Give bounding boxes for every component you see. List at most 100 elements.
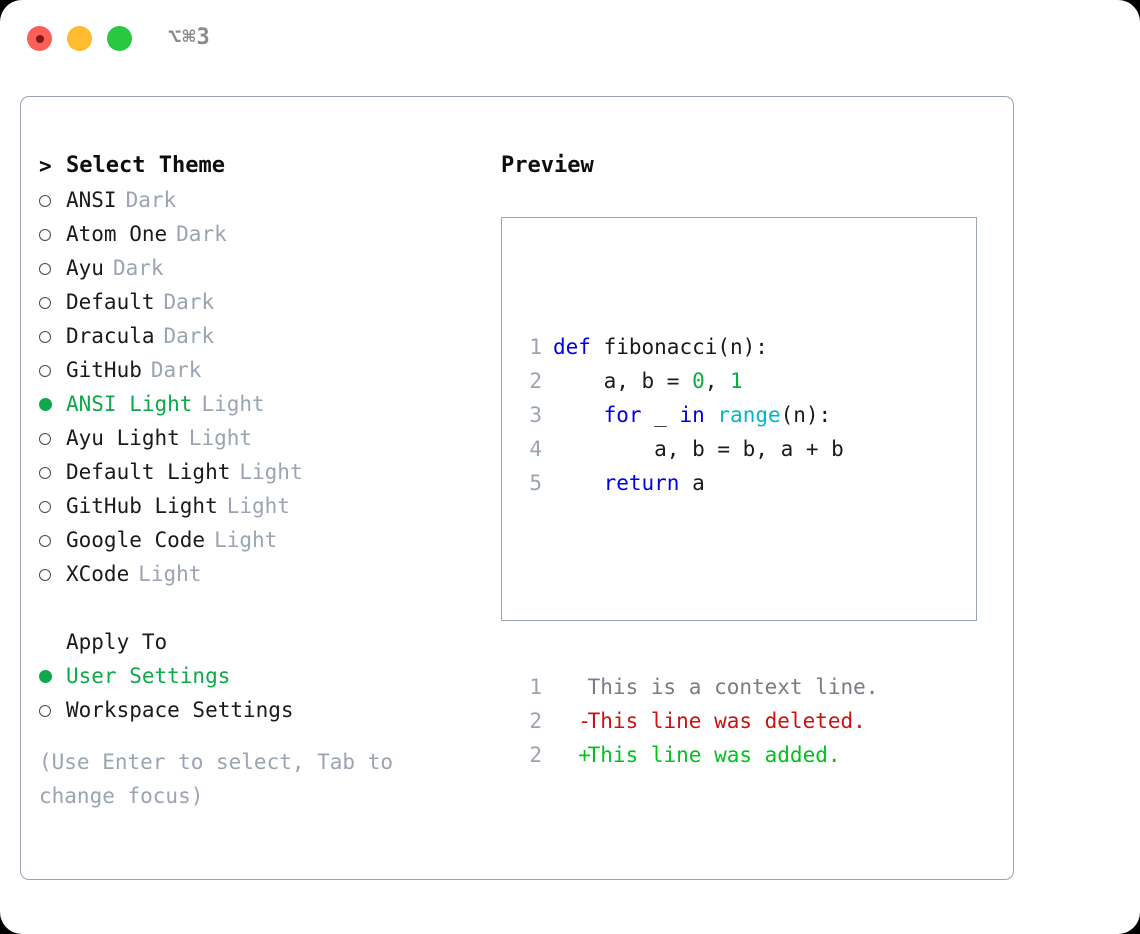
keyboard-shortcut-label: ⌥⌘3 [168,25,211,50]
code-token: a [679,471,705,495]
code-token: a, b = b, a + b [553,437,844,461]
radio-unselected-icon [39,285,66,319]
minimize-button[interactable] [67,26,92,51]
close-button[interactable] [27,26,52,51]
diff-text: This line was deleted. [575,709,866,733]
maximize-button[interactable] [107,26,132,51]
theme-variant-badge: Light [188,426,253,450]
radio-glyph [39,365,51,377]
theme-name: XCode [66,562,130,586]
radio-glyph [39,229,51,241]
select-theme-heading: > Select Theme [39,149,489,183]
radio-glyph [39,705,51,717]
line-number: 2 [529,709,542,733]
code-text: a, b = b, a + b [553,432,844,466]
code-line: 3 for _ in range(n): [516,398,878,432]
theme-variant-badge: Dark [163,290,215,314]
theme-name: Ayu Light [66,426,180,450]
caret-icon: > [39,154,52,178]
theme-variant-badge: Dark [150,358,202,382]
radio-unselected-icon [39,353,66,387]
code-text: def fibonacci(n): [553,330,768,364]
code-token: _ [641,403,680,427]
radio-unselected-icon [39,557,66,591]
radio-unselected-icon [39,489,66,523]
radio-unselected-icon [39,421,66,455]
diff-text: This line was added. [575,743,841,767]
theme-option-ayu-light[interactable]: Ayu Light Light [39,421,489,455]
theme-option-github[interactable]: GitHub Dark [39,353,489,387]
code-text: return a [553,466,705,500]
title-bar: ⌥⌘3 [0,0,1140,76]
theme-name: ANSI Light [66,392,193,416]
theme-name: GitHub Light [66,494,218,518]
radio-glyph [39,535,51,547]
radio-glyph [39,331,51,343]
apply-to-label: Apply To [66,630,168,654]
line-number: 1 [529,675,542,699]
code-token: 0 [692,369,705,393]
code-token: fibonacci(n): [590,335,768,359]
code-token: for [603,403,642,427]
code-token: return [603,471,680,495]
apply-to-option-workspace-settings[interactable]: Workspace Settings [39,693,489,727]
code-token: range [717,403,781,427]
radio-unselected-icon [39,183,66,217]
code-diff-separator [516,568,878,602]
apply-to-option-user-settings[interactable]: User Settings [39,659,489,693]
radio-glyph [39,263,51,275]
line-number: 5 [529,471,542,495]
theme-name: ANSI [66,188,117,212]
apply-to-name: User Settings [66,664,231,688]
radio-unselected-icon [39,251,66,285]
theme-name: Google Code [66,528,206,552]
theme-name: Ayu [66,256,104,280]
diff-line-ctx: 1 This is a context line. [516,670,878,704]
line-number: 2 [529,743,542,767]
radio-selected-icon [39,387,66,421]
theme-option-ayu[interactable]: Ayu Dark [39,251,489,285]
code-token: (n): [780,403,832,427]
code-token: in [679,403,705,427]
radio-glyph [39,297,51,309]
diff-line-add: 2 + This line was added. [516,738,878,772]
diff-marker: - [553,709,591,733]
radio-selected-icon [39,659,66,693]
code-token [705,403,718,427]
radio-glyph [39,467,51,479]
code-token: a, b = [553,369,693,393]
radio-glyph [39,433,51,445]
radio-glyph [39,670,52,683]
theme-name: Dracula [66,324,155,348]
code-token: , [704,369,731,393]
radio-glyph [39,398,52,411]
line-number: 3 [529,403,542,427]
theme-variant-badge: Dark [112,256,164,280]
code-token [553,403,604,427]
theme-name: Atom One [66,222,168,246]
line-number: 4 [529,437,542,461]
radio-glyph [39,501,51,513]
help-hint-text: (Use Enter to select, Tab to change focu… [39,750,394,808]
code-line: 5 return a [516,466,878,500]
theme-name: GitHub [66,358,142,382]
preview-title: Preview [501,153,594,178]
theme-name: Default Light [66,460,231,484]
